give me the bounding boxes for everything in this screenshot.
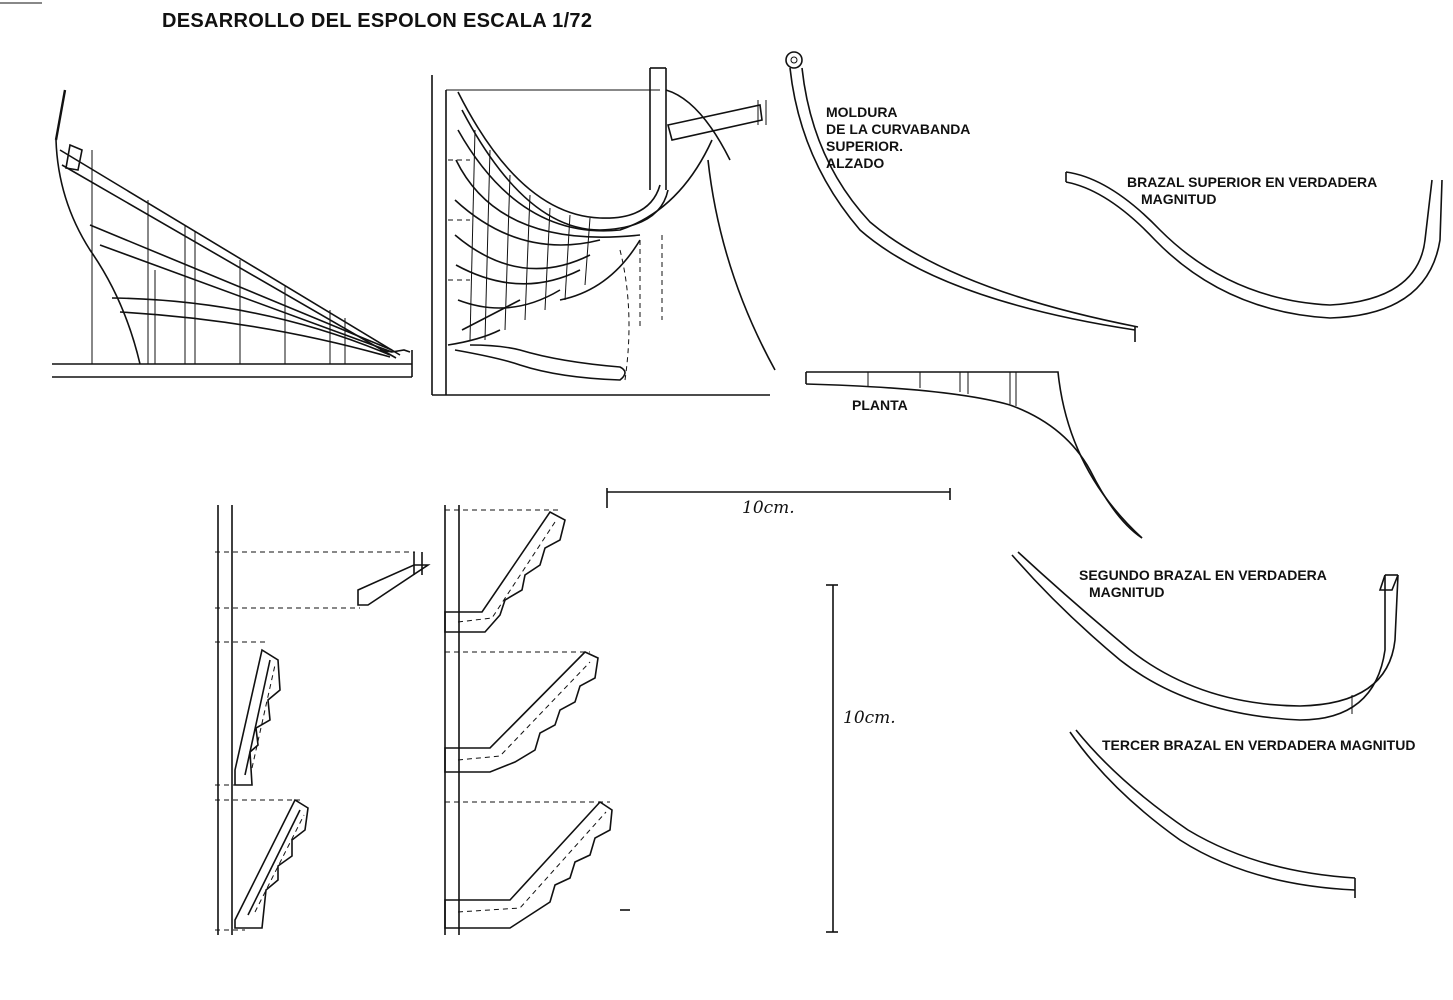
scale-bar-horizontal — [606, 488, 951, 508]
bottom-right-pieces — [444, 505, 630, 935]
label-moldura-line2: DE LA CURVABANDA — [826, 121, 971, 137]
label-moldura: MOLDURA DE LA CURVABANDA SUPERIOR. ALZAD… — [826, 104, 970, 172]
label-brazal-superior: BRAZAL SUPERIOR EN VERDADERA MAGNITUD — [1127, 174, 1377, 208]
label-segundo-brazal-line1: SEGUNDO BRAZAL EN VERDADERA — [1079, 567, 1327, 583]
segundo-brazal-curve — [1011, 551, 1399, 721]
scale-label-horizontal: 10cm. — [742, 498, 795, 518]
scale-label-vertical: 10cm. — [843, 708, 896, 728]
label-tercer-brazal: TERCER BRAZAL EN VERDADERA MAGNITUD — [1102, 737, 1416, 753]
bottom-left-pieces — [215, 505, 431, 935]
label-brazal-superior-line2: MAGNITUD — [1141, 191, 1217, 207]
front-view — [431, 67, 776, 396]
label-segundo-brazal-line2: MAGNITUD — [1089, 584, 1165, 600]
side-elevation-view — [52, 89, 413, 378]
tercer-brazal-curve — [1069, 729, 1356, 898]
moldura-curve — [785, 51, 1139, 342]
label-moldura-line3: SUPERIOR. — [826, 138, 904, 154]
scale-bar-vertical — [826, 584, 838, 933]
label-moldura-line1: MOLDURA — [826, 104, 898, 120]
drawing-title: DESARROLLO DEL ESPOLON ESCALA 1/72 — [162, 10, 593, 32]
label-brazal-superior-line1: BRAZAL SUPERIOR EN VERDADERA — [1127, 174, 1378, 190]
brazal-superior-curve — [1065, 171, 1443, 319]
planta-curve — [805, 371, 1143, 539]
label-planta: PLANTA — [852, 397, 908, 413]
label-moldura-line4: ALZADO — [826, 155, 885, 171]
label-segundo-brazal: SEGUNDO BRAZAL EN VERDADERA MAGNITUD — [1079, 567, 1327, 601]
